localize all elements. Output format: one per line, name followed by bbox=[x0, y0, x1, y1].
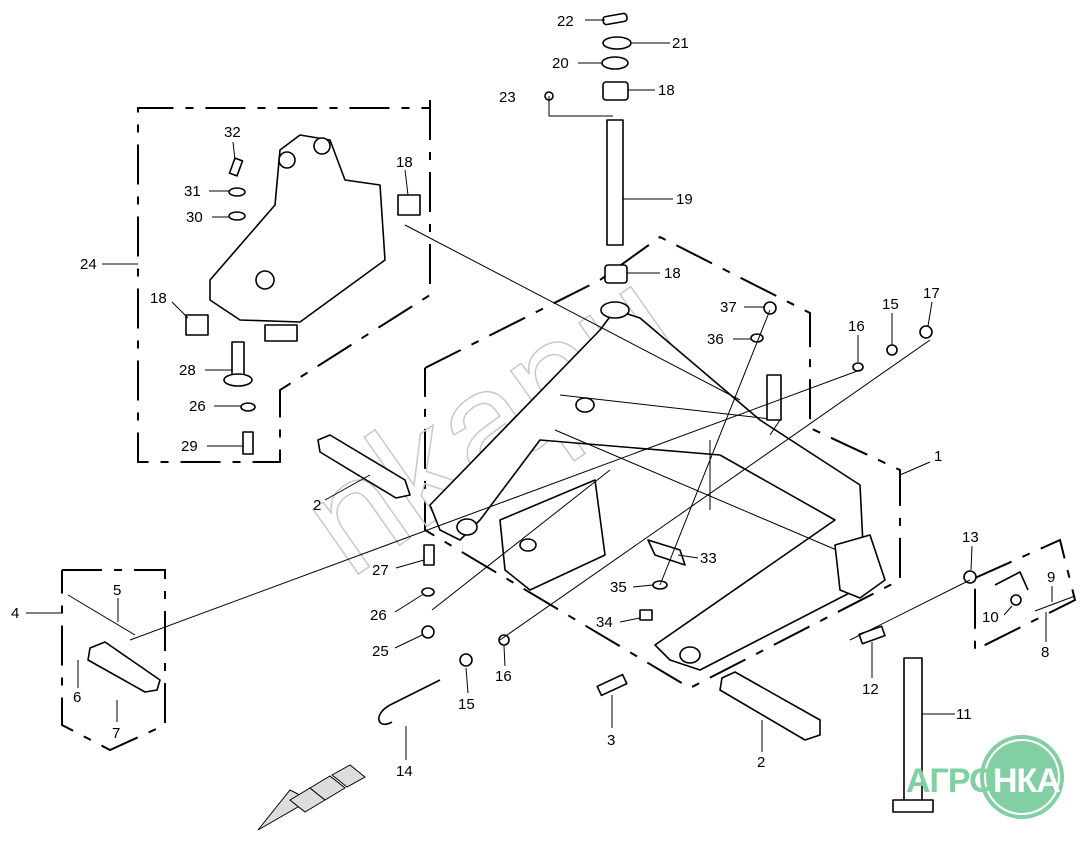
callout: 7 bbox=[112, 725, 120, 742]
callout: 26 bbox=[189, 398, 206, 415]
callout: 3 bbox=[607, 732, 615, 749]
callout: 24 bbox=[80, 256, 97, 273]
callout: 29 bbox=[181, 438, 198, 455]
callout: 22 bbox=[557, 13, 574, 30]
bracket-assembly bbox=[185, 134, 421, 455]
callout: 12 bbox=[862, 681, 879, 698]
callout: 11 bbox=[956, 706, 972, 723]
callout: 14 bbox=[396, 763, 413, 780]
group-4-boundary bbox=[61, 569, 166, 752]
callout: 8 bbox=[1041, 644, 1049, 661]
callout: 26 bbox=[370, 607, 387, 624]
callout: 16 bbox=[495, 668, 512, 685]
callout: 37 bbox=[720, 299, 737, 316]
callout: 21 bbox=[672, 35, 689, 52]
direction-arrow-icon bbox=[257, 764, 366, 831]
callout: 9 bbox=[1047, 569, 1055, 586]
callout: 30 bbox=[186, 209, 203, 226]
callout-labels: 22 21 20 18 23 19 18 37 36 16 15 17 1 32… bbox=[11, 13, 1055, 780]
callout: 23 bbox=[499, 89, 516, 106]
callout: 35 bbox=[610, 579, 627, 596]
callout: 18 bbox=[396, 154, 413, 171]
callout: 27 bbox=[372, 562, 389, 579]
callout: 2 bbox=[757, 754, 765, 771]
callout: 18 bbox=[150, 290, 167, 307]
logo-text-right: НКА bbox=[993, 762, 1060, 800]
callout: 19 bbox=[676, 191, 693, 208]
group-1-boundary bbox=[424, 235, 901, 690]
callout: 25 bbox=[372, 643, 389, 660]
callout: 17 bbox=[923, 285, 940, 302]
callout: 36 bbox=[707, 331, 724, 348]
leader-lines bbox=[26, 19, 1053, 760]
loose-parts bbox=[67, 301, 1076, 813]
pin-stack bbox=[544, 12, 632, 284]
callout: 10 bbox=[982, 609, 999, 626]
callout: 18 bbox=[658, 82, 675, 99]
callout: 28 bbox=[179, 362, 196, 379]
logo-text-left: АГРО bbox=[906, 762, 995, 800]
callout: 31 bbox=[184, 183, 201, 200]
callout: 2 bbox=[313, 497, 321, 514]
callout: 6 bbox=[73, 689, 81, 706]
callout: 4 bbox=[11, 605, 19, 622]
callout: 18 bbox=[664, 265, 681, 282]
group-8-boundary bbox=[974, 538, 1077, 652]
group-24-boundary bbox=[137, 100, 431, 463]
callout: 5 bbox=[113, 582, 121, 599]
callout: 20 bbox=[552, 55, 569, 72]
agronka-logo: АГРО НКА bbox=[906, 735, 1064, 819]
callout: 13 bbox=[962, 529, 979, 546]
callout: 15 bbox=[458, 696, 475, 713]
callout: 1 bbox=[934, 448, 942, 465]
callout: 33 bbox=[700, 550, 717, 567]
main-frame bbox=[429, 301, 886, 671]
callout: 34 bbox=[596, 614, 613, 631]
callout: 15 bbox=[882, 296, 899, 313]
callout: 32 bbox=[224, 124, 241, 141]
callout: 16 bbox=[848, 318, 865, 335]
